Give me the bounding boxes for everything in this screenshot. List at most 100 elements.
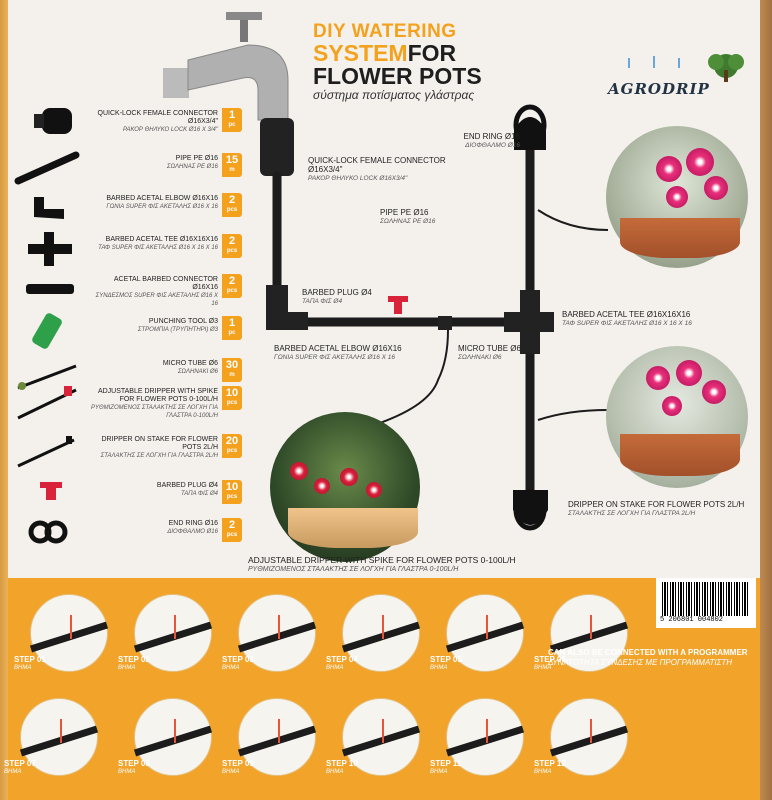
part-greek: ΣΥΝΔΕΣΜΟΣ SUPER ΦΙΣ ΑΚΕΤΑΛΗΣ Ø16 X 16: [95, 293, 218, 307]
part-name: BARBED ACETAL ELBOW Ø16X16: [106, 195, 218, 202]
step-illustration: [133, 594, 213, 672]
part-quantity: 1: [228, 109, 236, 121]
product-title: DIY WATERING SYSTEMFOR FLOWER POTS σύστη…: [313, 21, 573, 103]
part-quantity: 2: [228, 275, 236, 287]
part-greek: ΡΥΘΜΙΖΟΜΕΝΟΣ ΣΤΑΛΑΚΤΗΣ ΣΕ ΛΟΓΧΗ ΓΙΑ ΓΛΑΣ…: [90, 405, 218, 419]
plug-icon: [40, 482, 62, 500]
part-greek: ΣΩΛΗΝΑΚΙ Ø6: [177, 369, 218, 375]
step-number: 12: [556, 759, 566, 768]
part-item: ADJUSTABLE DRIPPER WITH SPIKE FOR FLOWER…: [88, 388, 218, 420]
part-name: PUNCHING TOOL Ø3: [148, 318, 218, 325]
step-pipe-icon: [549, 615, 629, 653]
part-quantity: 30: [225, 359, 239, 371]
step-word: STEP: [326, 655, 347, 664]
step-greek: ΒΗΜΑ: [430, 665, 448, 671]
step-word: STEP: [534, 655, 555, 664]
step-greek: ΒΗΜΑ: [326, 769, 344, 775]
part-greek: ΣΤΑΛΑΚΤΗΣ ΣΕ ΛΟΓΧΗ ΓΙΑ ΓΛΑΣΤΡΑ 2l/h: [100, 453, 218, 459]
end-ring-bottom: [513, 489, 548, 531]
step-word: STEP: [430, 759, 451, 768]
barcode-icon: [662, 582, 750, 616]
part-name: END RING Ø16: [168, 520, 218, 527]
part-name: BARBED PLUG Ø4: [156, 482, 218, 489]
part-name: ADJUSTABLE DRIPPER WITH SPIKE FOR FLOWER…: [97, 388, 218, 403]
step-pipe-icon: [19, 719, 99, 757]
connector-icon: [34, 108, 72, 134]
step-greek: ΒΗΜΑ: [326, 665, 344, 671]
step-number: 08: [140, 759, 150, 768]
step-illustration: [445, 594, 525, 672]
part-unit: pcs: [226, 288, 238, 294]
step-word: STEP: [534, 759, 555, 768]
coupler-icon: [26, 284, 74, 294]
step-number: 09: [244, 759, 254, 768]
step-pipe-icon: [237, 719, 317, 757]
elbow-icon: [34, 197, 64, 219]
step-greek: ΒΗΜΑ: [118, 665, 136, 671]
step-illustration: [237, 698, 317, 776]
title-line-1: DIY WATERING: [313, 21, 457, 42]
step-illustration: [445, 698, 525, 776]
part-quantity: 2: [228, 519, 236, 531]
part-unit: pcs: [226, 400, 238, 406]
pipe-icon: [14, 151, 80, 185]
step-pipe-icon: [29, 615, 109, 653]
part-greek: ΔΙΟΦΘΑΛΜΟ Ø16: [167, 529, 218, 535]
step-pipe-icon: [341, 615, 421, 653]
label-quick-lock: QUICK-LOCK FEMALE CONNECTOR Ø16X3/4"ΡΑΚΟ…: [308, 156, 446, 182]
step-illustration: [237, 594, 317, 672]
step-pipe-icon: [237, 615, 317, 653]
elbow-fitting: [266, 285, 308, 330]
part-unit: pcs: [226, 494, 238, 500]
step-greek: ΒΗΜΑ: [534, 769, 552, 775]
title-greek: σύστημα ποτίσματος γλάστρας: [313, 88, 475, 102]
stake-icon: [17, 436, 75, 468]
step-greek: ΒΗΜΑ: [222, 769, 240, 775]
spike-icon: [17, 386, 77, 420]
box-right-edge: [760, 0, 772, 800]
part-greek: ΡΑΚΟΡ ΘΗΛΥΚΟ LOCK Ø16 X 3/4": [122, 127, 218, 133]
step-number: 05: [452, 655, 462, 664]
title-line-2: SYSTEMFOR: [313, 40, 457, 66]
step-pipe-icon: [445, 615, 525, 653]
system-diagram: [163, 12, 609, 531]
part-greek: ΣΩΛΗΝΑΣ PE Ø16: [166, 164, 218, 170]
step-number: 11: [452, 759, 462, 768]
step-greek: ΒΗΜΑ: [14, 665, 32, 671]
part-name: PIPE PE Ø16: [175, 155, 218, 162]
part-quantity: 10: [225, 481, 239, 493]
step-number: 04: [348, 655, 358, 664]
part-unit: pcs: [226, 532, 238, 538]
step-word: STEP: [430, 655, 451, 664]
part-name: DRIPPER ON STAKE FOR FLOWER POTS 2l/h: [101, 436, 218, 451]
tool-icon: [32, 313, 62, 349]
step-number: 06: [556, 655, 566, 664]
part-name: BARBED ACETAL TEE Ø16X16X16: [105, 236, 218, 243]
barcode-number: 5 206801 004802: [660, 616, 724, 624]
